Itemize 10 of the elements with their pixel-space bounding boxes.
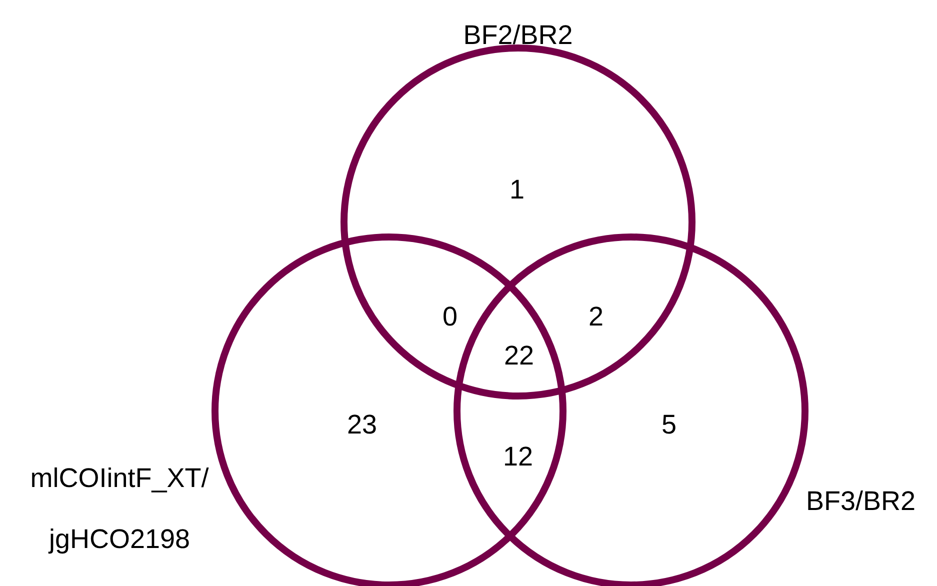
region-count: 0 [442,304,458,330]
region-count: 5 [661,412,677,438]
set-label: mlCOIintF_XT/ jgHCO2198 [29,462,210,556]
set-label: BF2/BR2 [463,22,573,49]
region-count: 2 [588,304,604,330]
region-count: 1 [509,176,525,204]
region-count: 22 [504,342,534,370]
set-label: BF3/BR2 [806,488,916,515]
region-count: 12 [502,444,534,470]
region-count: 23 [346,412,378,438]
